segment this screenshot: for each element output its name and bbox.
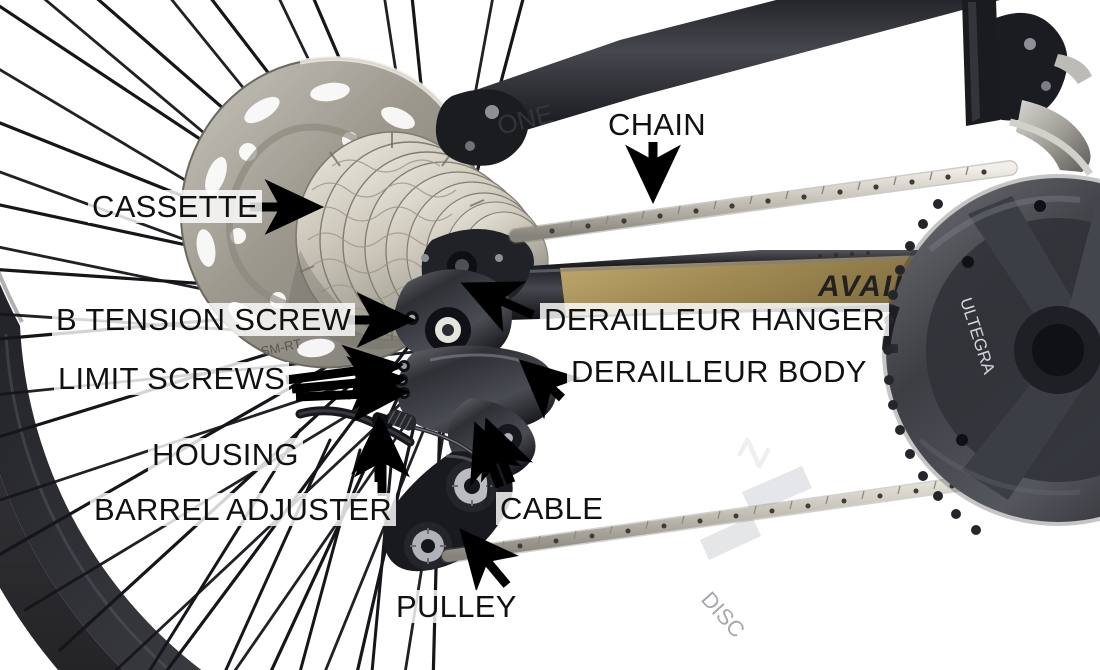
label-derailleur-body[interactable]: DERAILLEUR BODY — [567, 355, 871, 388]
label-limit-screws[interactable]: LIMIT SCREWS — [54, 362, 290, 395]
label-barrel-adjuster[interactable]: BARREL ADJUSTER — [90, 493, 397, 526]
label-housing[interactable]: HOUSING — [148, 438, 303, 471]
crankset: ULTEGRA — [882, 174, 1100, 535]
label-chain[interactable]: CHAIN — [604, 108, 711, 141]
label-b-tension-screw[interactable]: B TENSION SCREW — [52, 303, 356, 336]
seatstay-detail — [962, 0, 1000, 126]
label-cassette[interactable]: CASSETTE — [88, 190, 263, 223]
limit-screws — [396, 360, 410, 399]
b-tension-screw — [405, 311, 419, 325]
label-cable[interactable]: CABLE — [496, 492, 608, 525]
label-pulley[interactable]: PULLEY — [392, 590, 521, 623]
bicycle-frame: AVAIL ONE — [421, 0, 1012, 320]
label-derailleur-hanger[interactable]: DERAILLEUR HANGER — [540, 303, 890, 336]
